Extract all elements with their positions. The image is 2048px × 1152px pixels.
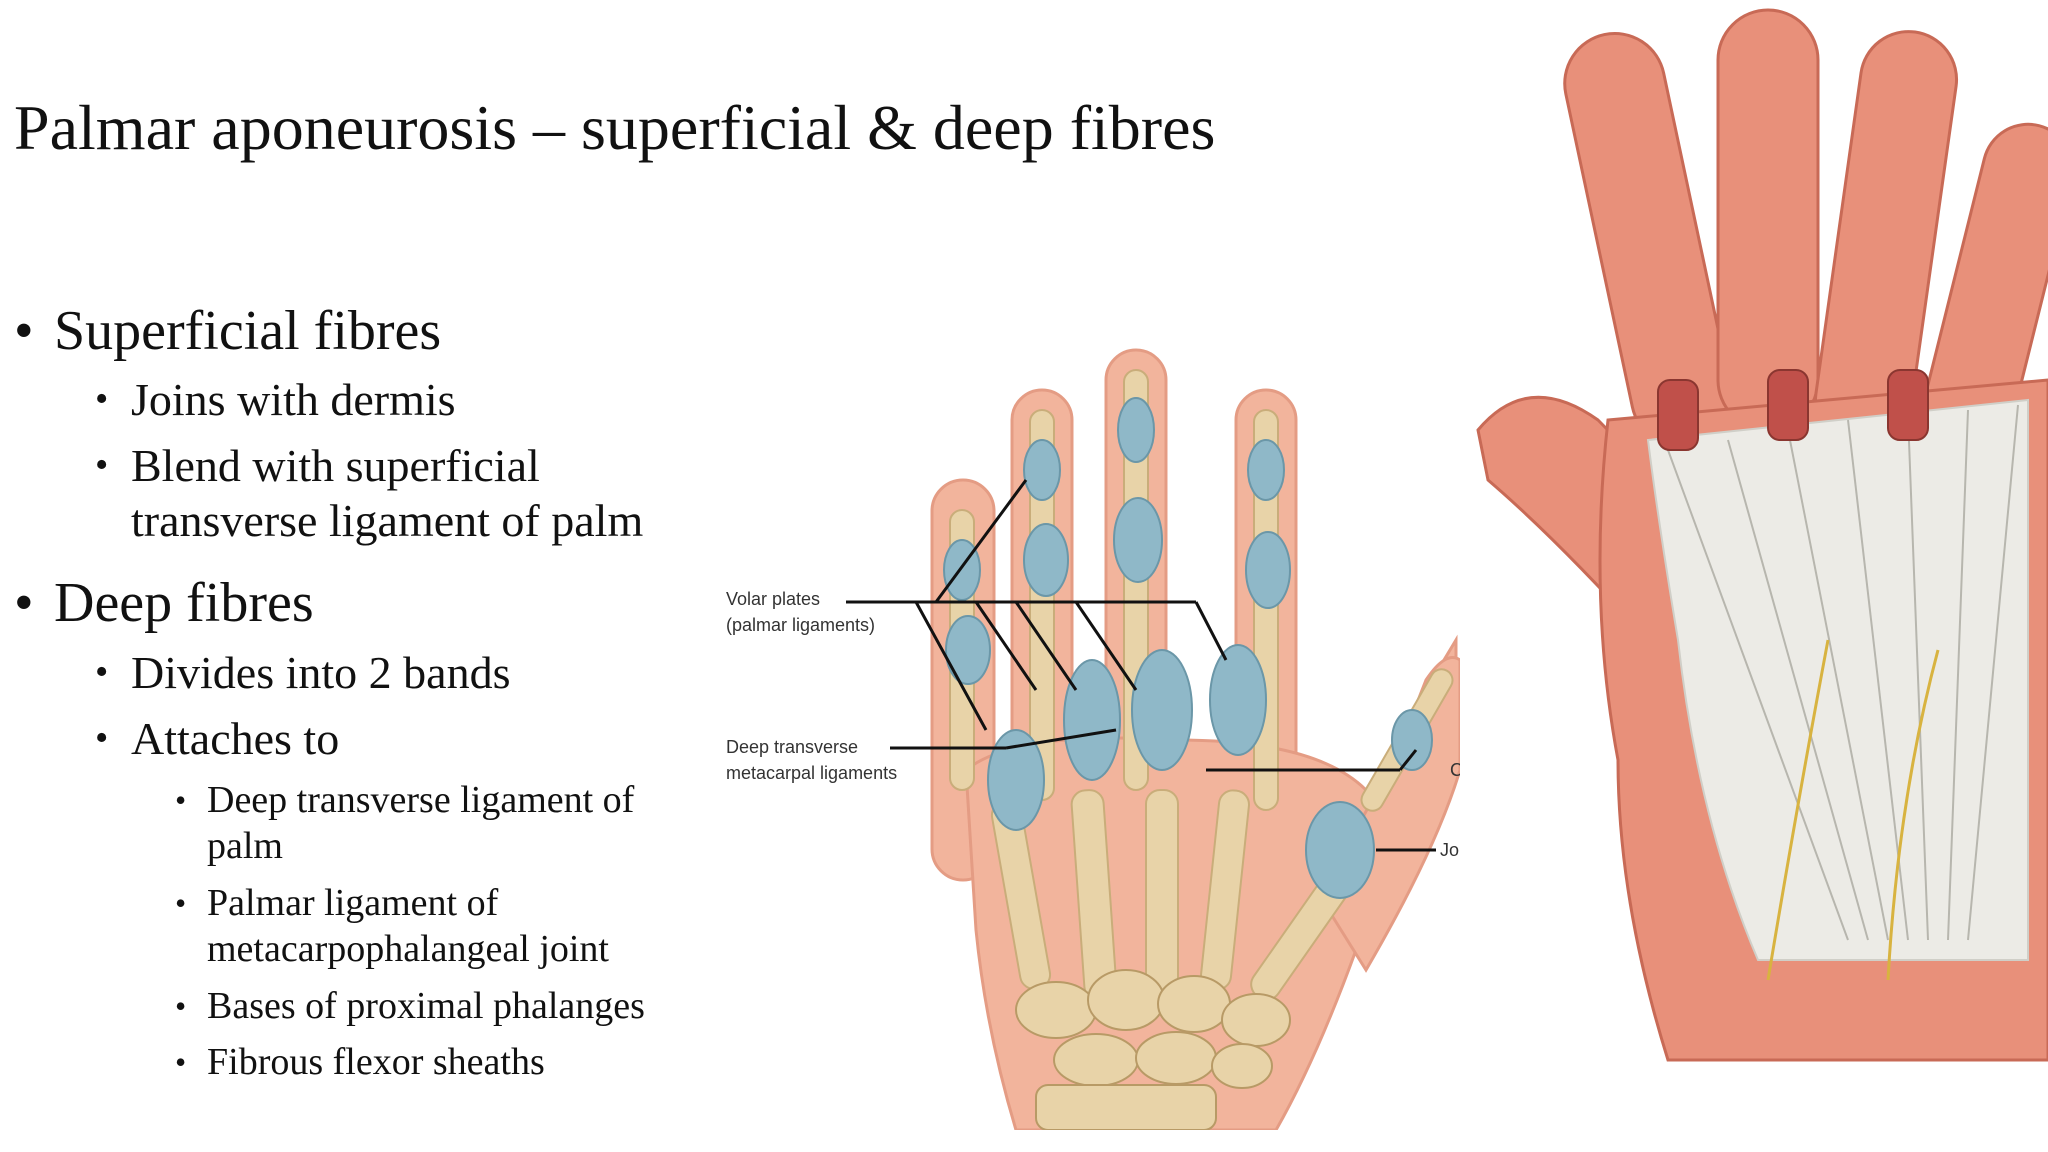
attachment-deep-transverse: • Deep transverse ligament of <box>175 777 635 823</box>
carpal-bones <box>1015 969 1291 1131</box>
bullet-text: Attaches to <box>131 713 340 764</box>
ligaments <box>943 397 1433 899</box>
bullet-dot: • <box>95 378 109 420</box>
bullet-list: • Superficial fibres • Joins with dermis… <box>0 0 720 1152</box>
leader-lines <box>846 479 1436 852</box>
bullet-text: Joins with dermis <box>131 374 456 425</box>
callout-cut-right-1: C <box>1450 760 1460 780</box>
callout-deep-transverse: Deep transverse <box>726 737 859 757</box>
callout-deep-transverse-sub: metacarpal ligaments <box>726 763 898 783</box>
attachment-flexor-sheaths: • Fibrous flexor sheaths <box>175 1039 545 1085</box>
callout-cut-right-2: Jo <box>1440 840 1460 860</box>
bullet-text: Deep fibres <box>54 572 314 634</box>
attachment-palmar-ligament: • Palmar ligament of <box>175 880 499 926</box>
bullet-text: Palmar ligament of <box>207 882 499 924</box>
sub-bullet-divides: • Divides into 2 bands <box>95 645 511 700</box>
bullet-superficial-fibres: • Superficial fibres <box>14 298 442 364</box>
palm-dissection-drawing <box>1476 8 2048 1062</box>
sub-bullet-joins-dermis: • Joins with dermis <box>95 372 456 427</box>
bullet-dot: • <box>95 444 109 486</box>
bullet-text: Blend with superficial <box>131 440 540 491</box>
hand-ligament-diagram: Volar plates (palmar ligaments) Deep tra… <box>716 330 1462 1132</box>
bullet-dot: • <box>175 782 187 818</box>
bullet-dot: • <box>14 572 34 634</box>
sub-bullet-blend: • Blend with superficial <box>95 438 540 493</box>
bullet-dot: • <box>95 717 109 759</box>
bullet-dot: • <box>14 300 34 362</box>
attachment-deep-transverse-continued: palm <box>207 823 283 869</box>
bullet-text: metacarpophalangeal joint <box>207 928 609 970</box>
bullet-dot: • <box>95 651 109 693</box>
bullet-text: Deep transverse ligament of <box>207 779 635 821</box>
attachment-bases-phalanges: • Bases of proximal phalanges <box>175 983 645 1029</box>
tendon-openings <box>1657 369 1929 451</box>
bullet-text: Bases of proximal phalanges <box>207 985 645 1027</box>
sub-bullet-blend-continued: transverse ligament of palm <box>131 493 643 548</box>
bullet-text: Superficial fibres <box>54 300 442 362</box>
bullet-dot: • <box>175 885 187 921</box>
bullet-text: Fibrous flexor sheaths <box>207 1041 545 1083</box>
slide-title: Palmar aponeurosis – superficial & deep … <box>14 92 1216 163</box>
nerves-vessels <box>1766 639 1940 981</box>
callout-volar-plates: Volar plates <box>726 589 821 609</box>
hand-ligament-illustration <box>846 348 1462 1132</box>
attachment-palmar-ligament-continued: metacarpophalangeal joint <box>207 926 609 972</box>
bullet-text: Divides into 2 bands <box>131 647 511 698</box>
callout-volar-plates-sub: (palmar ligaments) <box>726 615 876 635</box>
bullet-dot: • <box>175 988 187 1024</box>
bullet-text: transverse ligament of palm <box>131 495 644 546</box>
bullet-deep-fibres: • Deep fibres <box>14 570 314 636</box>
bullet-text: palm <box>207 825 283 867</box>
bullet-dot: • <box>175 1044 187 1080</box>
palm-dissection-illustration <box>1468 0 2048 1100</box>
sub-bullet-attaches: • Attaches to <box>95 711 340 766</box>
